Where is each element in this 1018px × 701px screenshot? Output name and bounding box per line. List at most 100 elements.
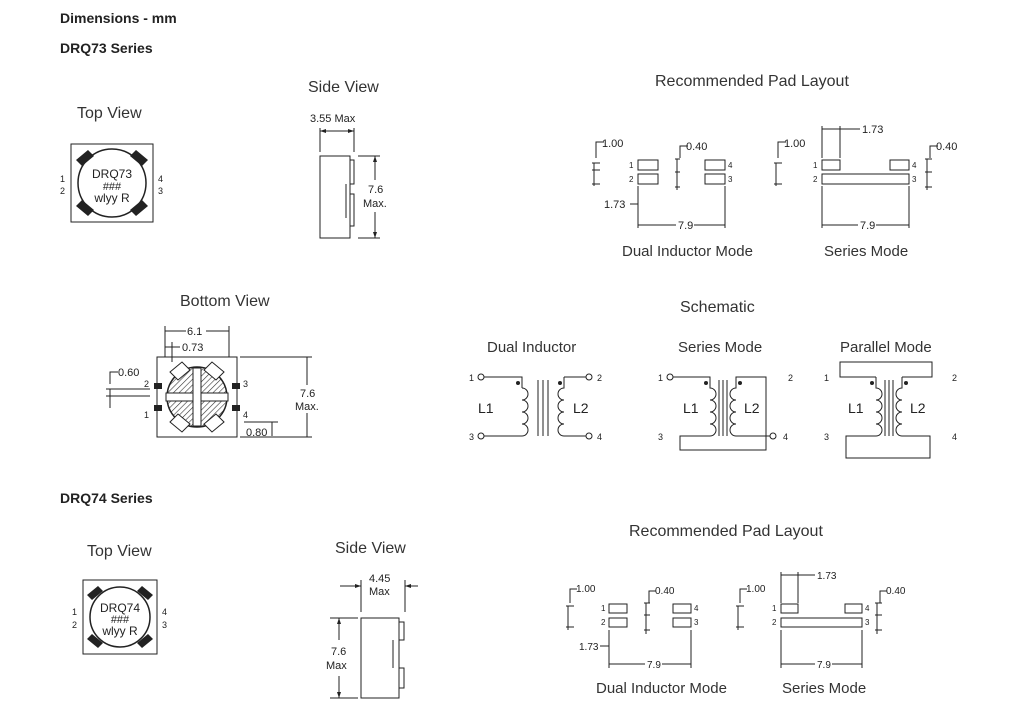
drq74-series-d3: 0.40 [886,586,906,597]
drq73-series-d4: 7.9 [860,220,875,232]
drq74-dual-pin-4: 4 [694,604,699,613]
drq74-pad-dual: 1.00 0.40 1 2 4 3 1.73 7.9 [566,584,699,671]
drq73-dual-d1: 1.00 [602,138,623,150]
schematic-dual-label: Dual Inductor [487,339,577,356]
drq73-dual-pad-4 [704,159,726,171]
drq73-bottom-pin-4: 4 [243,410,248,420]
drq73-bottom-pin-1: 1 [144,410,149,420]
drq74-dual-d1: 1.00 [576,584,596,595]
drq73-top-view: DRQ73 ### wlyy R 1 2 4 3 [60,143,163,223]
drq74-series-pin-4: 4 [865,604,870,613]
drq73-top-pin-4: 4 [158,174,163,184]
drq74-top-pin-1: 1 [72,607,77,617]
drq73-side-height-max: Max. [363,198,387,210]
drq74-dual-pin-3: 3 [694,618,699,627]
drq74-pad-series: 1.00 1.73 0.40 1 2 4 3 7.9 [736,571,906,671]
drq73-series-mode-label: Series Mode [824,243,909,260]
drq74-dual-d2: 0.40 [655,586,675,597]
schematic-parallel-l2: L2 [910,400,926,416]
schematic-dual-l2: L2 [573,400,589,416]
drq73-dual-pin-4: 4 [728,161,733,170]
drq73-series-pin-4: 4 [912,161,917,170]
drq73-side-height-dim: 7.6 [368,184,383,196]
drq73-bottom-pin-3: 3 [243,379,248,389]
drq73-series-pad-1 [821,159,841,171]
drq73-bottom-dim-b: 0.73 [182,342,203,354]
schematic-series-pin-2: 2 [788,373,793,383]
drq73-pad-series: 1.00 1.73 0.40 1 2 4 3 7.9 [774,124,957,232]
drq73-top-pin-2: 2 [60,186,65,196]
drq74-dual-mode-label: Dual Inductor Mode [596,680,727,697]
drq73-top-pin-3: 3 [158,186,163,196]
drq74-series-d1: 1.00 [746,584,766,595]
drq74-dual-d4: 7.9 [647,660,661,671]
drq73-bottom-dim-d-max: Max. [295,401,319,413]
drq73-bottom-view: 2 1 3 4 6.1 0.73 0.60 7.6 Max. 0.80 [106,326,319,439]
drq73-top-corner-tl [76,150,94,166]
drq74-series-d4: 7.9 [817,660,831,671]
drq74-dual-pad-1 [608,603,628,614]
drq73-dual-pad-1 [637,159,659,171]
drq74-side-width-max: Max [369,586,390,598]
schematic-series-l1: L1 [683,400,699,416]
drq74-side-height-dim: 7.6 [331,646,346,658]
schematic-dual-pin-1: 1 [469,373,474,383]
drq73-dual-pin-2: 2 [629,175,634,184]
schematic-parallel-label: Parallel Mode [840,339,932,356]
drq74-series-pad-bar [780,617,863,628]
schematic-title: Schematic [680,299,755,316]
drq73-dual-pin-3: 3 [728,175,733,184]
drq73-dual-d3: 1.73 [604,199,625,211]
drq73-series-title: DRQ73 Series [60,40,153,56]
drq73-dual-pad-3 [704,173,726,185]
drq73-bottom-dim-e: 0.80 [246,427,267,439]
drq73-dual-d4: 7.9 [678,220,693,232]
drq74-side-view: 4.45 Max 7.6 Max [326,573,418,699]
drq73-series-d2: 1.73 [862,124,883,136]
schematic-dual-pin-4: 4 [597,432,602,442]
schematic-series-l2: L2 [744,400,760,416]
drq73-bottom-pin-2: 2 [144,379,149,389]
drq73-pad-layout-title: Recommended Pad Layout [655,73,849,90]
drq73-bottom-dim-a: 6.1 [187,326,202,338]
drq74-dual-pad-4 [672,603,692,614]
schematic-series-pin-4: 4 [783,432,788,442]
drq73-series-pad-4 [889,159,910,171]
drq74-series-pin-1: 1 [772,604,777,613]
drq73-bottom-dim-c: 0.60 [118,367,139,379]
drq74-dual-pad-3 [672,617,692,628]
drq73-dual-pin-1: 1 [629,161,634,170]
drq74-series-d2: 1.73 [817,571,837,582]
schematic-parallel-l1: L1 [848,400,864,416]
schematic-parallel: 1 2 3 4 L1 L2 [824,361,957,459]
drq74-series-pad-1 [780,603,799,614]
drq74-top-pin-3: 3 [162,620,167,630]
page-title: Dimensions - mm [60,10,177,26]
drq74-dual-d3: 1.73 [579,642,599,653]
drq74-top-view: DRQ74 ### wlyy R 1 2 4 3 [72,579,167,655]
drq73-series-d1: 1.00 [784,138,805,150]
drq74-marking-2: ### [111,614,130,626]
drq73-marking-1: DRQ73 [92,167,132,181]
drq73-series-d3: 0.40 [936,141,957,153]
drq74-top-pin-4: 4 [162,607,167,617]
schematic-series-pin-1: 1 [658,373,663,383]
drq73-bottom-view-label: Bottom View [180,293,270,310]
schematic-dual-l1: L1 [478,400,494,416]
drq74-series-pad-4 [844,603,863,614]
schematic-parallel-pin-4: 4 [952,432,957,442]
drq73-dual-d2: 0.40 [686,141,707,153]
schematic-series-label: Series Mode [678,339,763,356]
schematic-series-pin-3: 3 [658,432,663,442]
drq73-series-pin-2: 2 [813,175,818,184]
drq74-top-pin-2: 2 [72,620,77,630]
drq73-series-pin-3: 3 [912,175,917,184]
drq74-side-view-label: Side View [335,540,406,557]
drq74-dual-pin-2: 2 [601,618,606,627]
drq74-series-mode-label: Series Mode [782,680,867,697]
drq73-bottom-dim-d: 7.6 [300,388,315,400]
drq73-top-pin-1: 1 [60,174,65,184]
drq74-top-view-label: Top View [87,543,152,560]
drq73-top-corner-br [130,200,148,216]
